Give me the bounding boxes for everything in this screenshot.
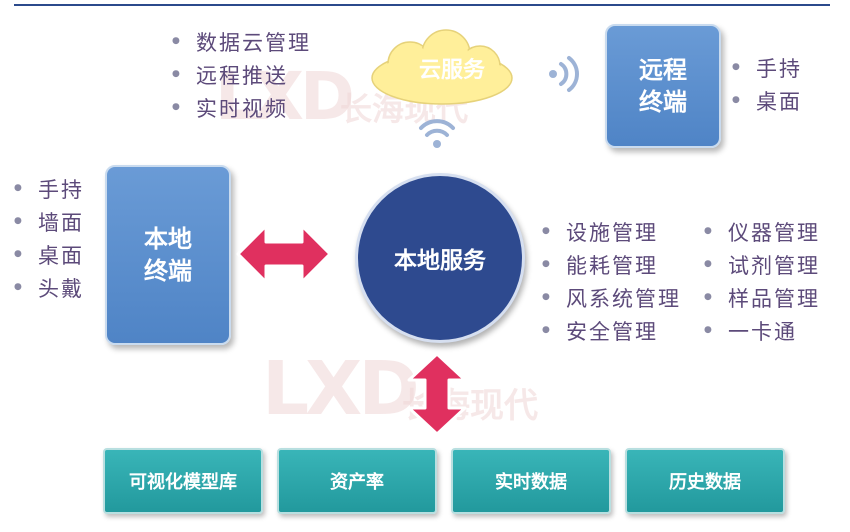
watermark-logo-lower: LXD [262, 346, 420, 432]
remote-terminal-box: 远程 终端 [605, 24, 721, 148]
local-device-item: 桌面 [14, 240, 84, 273]
local-service-item: 试剂管理 [704, 250, 820, 283]
local-service-item: 设施管理 [542, 217, 681, 250]
remote-terminal-label-line1: 远程 [639, 56, 687, 84]
module-label: 资产率 [330, 472, 384, 493]
cloud-icon [371, 29, 513, 105]
remote-device-item: 手持 [732, 53, 802, 86]
local-device-item: 手持 [14, 174, 84, 207]
module-realtime-data: 实时数据 [451, 448, 611, 514]
local-service-item: 能耗管理 [542, 250, 681, 283]
local-service-feature-list-right: 仪器管理 试剂管理 样品管理 一卡通 [704, 217, 820, 349]
local-terminal-label-line1: 本地 [144, 225, 192, 253]
cloud-feature-item: 数据云管理 [172, 27, 311, 60]
remote-terminal-label-line2: 终端 [639, 88, 687, 116]
local-device-item: 头戴 [14, 273, 84, 306]
double-arrow-icon [236, 224, 332, 284]
cloud-feature-item: 实时视频 [172, 93, 311, 126]
local-service-item: 安全管理 [542, 316, 681, 349]
module-visual-model-library: 可视化模型库 [103, 448, 263, 514]
wifi-signal-icon [549, 56, 579, 92]
local-service-item: 风系统管理 [542, 283, 681, 316]
local-terminal-label-line2: 终端 [144, 257, 192, 285]
local-service-circle: 本地服务 [355, 173, 525, 343]
module-label: 实时数据 [495, 472, 567, 493]
top-divider-line [14, 4, 830, 6]
local-terminal-box: 本地 终端 [105, 165, 231, 345]
local-service-item: 样品管理 [704, 283, 820, 316]
module-label: 历史数据 [669, 472, 741, 493]
cloud-feature-item: 远程推送 [172, 60, 311, 93]
local-terminal-device-list: 手持 墙面 桌面 头戴 [14, 174, 84, 306]
wifi-icon [419, 119, 455, 148]
cloud-service-feature-list: 数据云管理 远程推送 实时视频 [172, 27, 311, 126]
local-service-item: 一卡通 [704, 316, 820, 349]
local-service-label: 本地服务 [394, 248, 486, 274]
module-label: 可视化模型库 [129, 472, 237, 493]
remote-terminal-device-list: 手持 桌面 [732, 53, 802, 119]
local-device-item: 墙面 [14, 207, 84, 240]
remote-device-item: 桌面 [732, 86, 802, 119]
cloud-service-label: 云服务 [418, 58, 485, 83]
local-service-feature-list-left: 设施管理 能耗管理 风系统管理 安全管理 [542, 217, 681, 349]
local-service-item: 仪器管理 [704, 217, 820, 250]
module-asset-rate: 资产率 [277, 448, 437, 514]
vertical-double-arrow-icon [407, 352, 467, 436]
module-history-data: 历史数据 [625, 448, 785, 514]
